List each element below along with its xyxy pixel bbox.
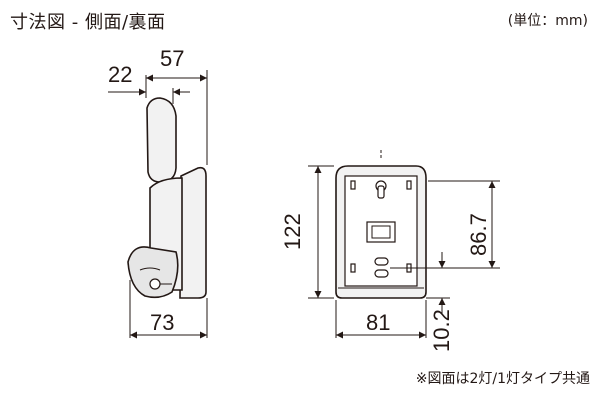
slot-upper: [374, 257, 389, 266]
dim-total-depth: 57: [160, 46, 184, 71]
slot-lower: [374, 269, 389, 278]
side-sensor-dome: [127, 246, 179, 299]
side-upper-head: [146, 97, 177, 183]
side-wall-plate: [179, 166, 207, 299]
side-view: 57 22 73: [108, 46, 208, 339]
footer-note: ※図面は2灯/1灯タイプ共通: [415, 371, 590, 387]
back-window: [366, 221, 396, 243]
dim-bottom-depth: 73: [150, 310, 174, 335]
dim-offset: 10.2: [429, 309, 454, 352]
dim-width: 81: [366, 310, 390, 335]
unit-label: (単位：mm): [507, 13, 588, 29]
page-title: 寸法図 - 側面/裏面: [10, 12, 166, 33]
dim-head-depth: 22: [108, 62, 132, 87]
back-view: 122 81 86.7 10.2: [280, 150, 500, 352]
dim-hole-spacing: 86.7: [466, 213, 491, 256]
dim-height: 122: [280, 213, 305, 250]
side-sensor-lens: [149, 278, 161, 290]
